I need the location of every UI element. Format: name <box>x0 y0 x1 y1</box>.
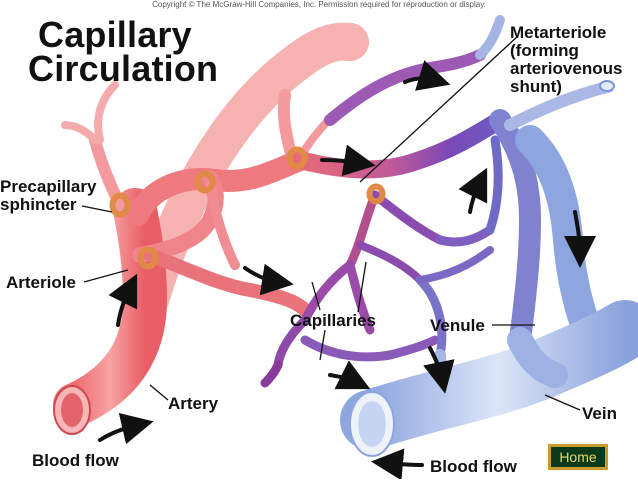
label-arteriole: Arteriole <box>6 273 76 292</box>
label-metarteriole-line-3: arteriovenous <box>510 59 623 78</box>
label-artery: Artery <box>168 394 219 413</box>
label-venule: Venule <box>430 316 485 335</box>
title-line-2: Circulation <box>28 48 219 89</box>
label-blood-flow-left: Blood flow <box>32 451 119 470</box>
title-line-1: Capillary <box>38 14 192 55</box>
label-vein: Vein <box>582 404 617 423</box>
metarteriole-vessel <box>291 111 509 179</box>
venule-vessel <box>489 109 542 351</box>
capillary-network <box>260 135 503 388</box>
artery-vessel <box>53 188 168 427</box>
label-precapillary-sphincter-line-2: sphincter <box>0 195 77 214</box>
precapillary-sphincters <box>109 146 386 270</box>
label-blood-flow-right: Blood flow <box>430 457 517 476</box>
label-metarteriole-line-2: (forming <box>510 41 579 60</box>
flow-arrows <box>98 60 596 481</box>
home-button[interactable]: Home <box>548 444 608 470</box>
copyright-notice: Copyright © The McGraw-Hill Companies, I… <box>152 0 486 9</box>
label-capillaries: Capillaries <box>290 311 376 330</box>
label-metarteriole: Metarteriole <box>510 23 607 42</box>
leader-lines <box>81 35 581 411</box>
label-metarteriole-line-4: shunt) <box>510 77 562 96</box>
upper-artery-branch <box>131 22 369 319</box>
label-precapillary-sphincter: Precapillary <box>0 177 97 196</box>
